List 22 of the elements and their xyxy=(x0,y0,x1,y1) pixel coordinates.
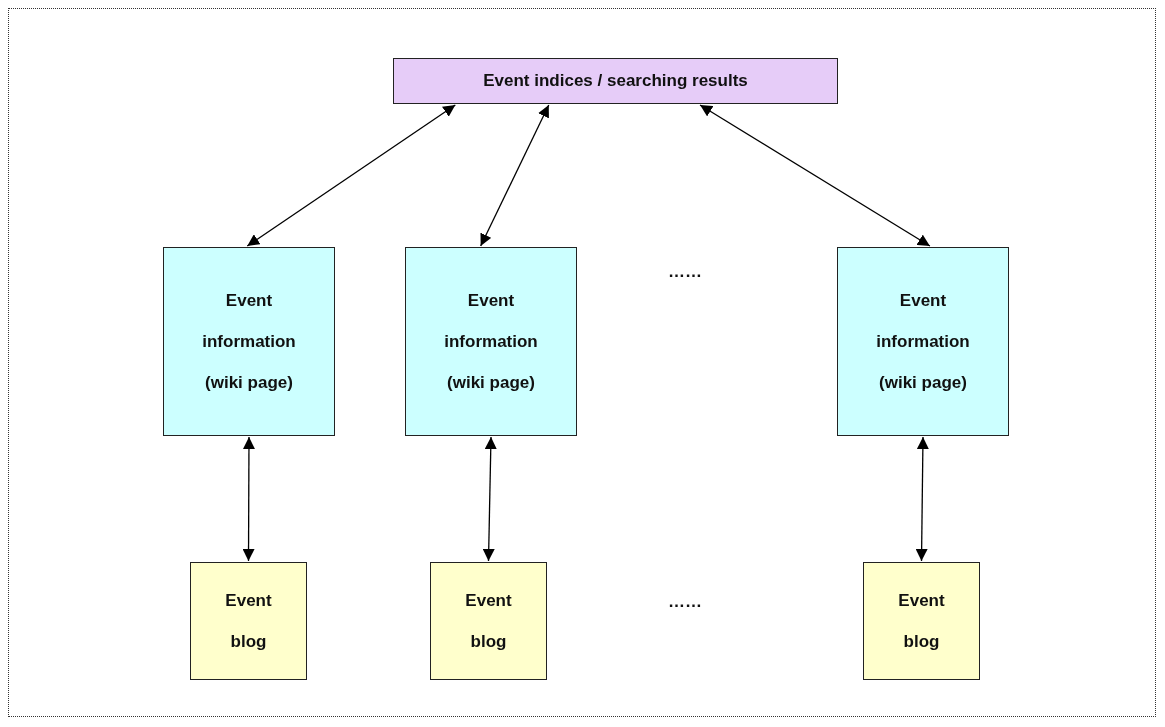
box-text: Event information (wiki page) xyxy=(201,290,297,394)
results-box xyxy=(393,58,838,104)
box-text: Event blog xyxy=(897,590,946,653)
blog-box xyxy=(430,562,547,680)
double-arrow xyxy=(482,436,497,562)
double-arrow xyxy=(699,104,931,247)
ellipsis-label: …… xyxy=(668,262,702,282)
wiki-page-box xyxy=(163,247,335,436)
double-arrow xyxy=(246,104,456,247)
double-arrow xyxy=(242,436,255,562)
blog-box xyxy=(190,562,307,680)
box-text: Event indices / searching results xyxy=(482,70,749,92)
box-text: Event information (wiki page) xyxy=(875,290,971,394)
double-arrow xyxy=(915,436,929,562)
wiki-page-box xyxy=(837,247,1009,436)
box-text: Event information (wiki page) xyxy=(443,290,539,394)
box-text: Event blog xyxy=(224,590,273,653)
wiki-page-box xyxy=(405,247,577,436)
ellipsis-label: …… xyxy=(668,592,702,612)
box-text: Event blog xyxy=(464,590,513,653)
double-arrow xyxy=(480,104,550,247)
blog-box xyxy=(863,562,980,680)
